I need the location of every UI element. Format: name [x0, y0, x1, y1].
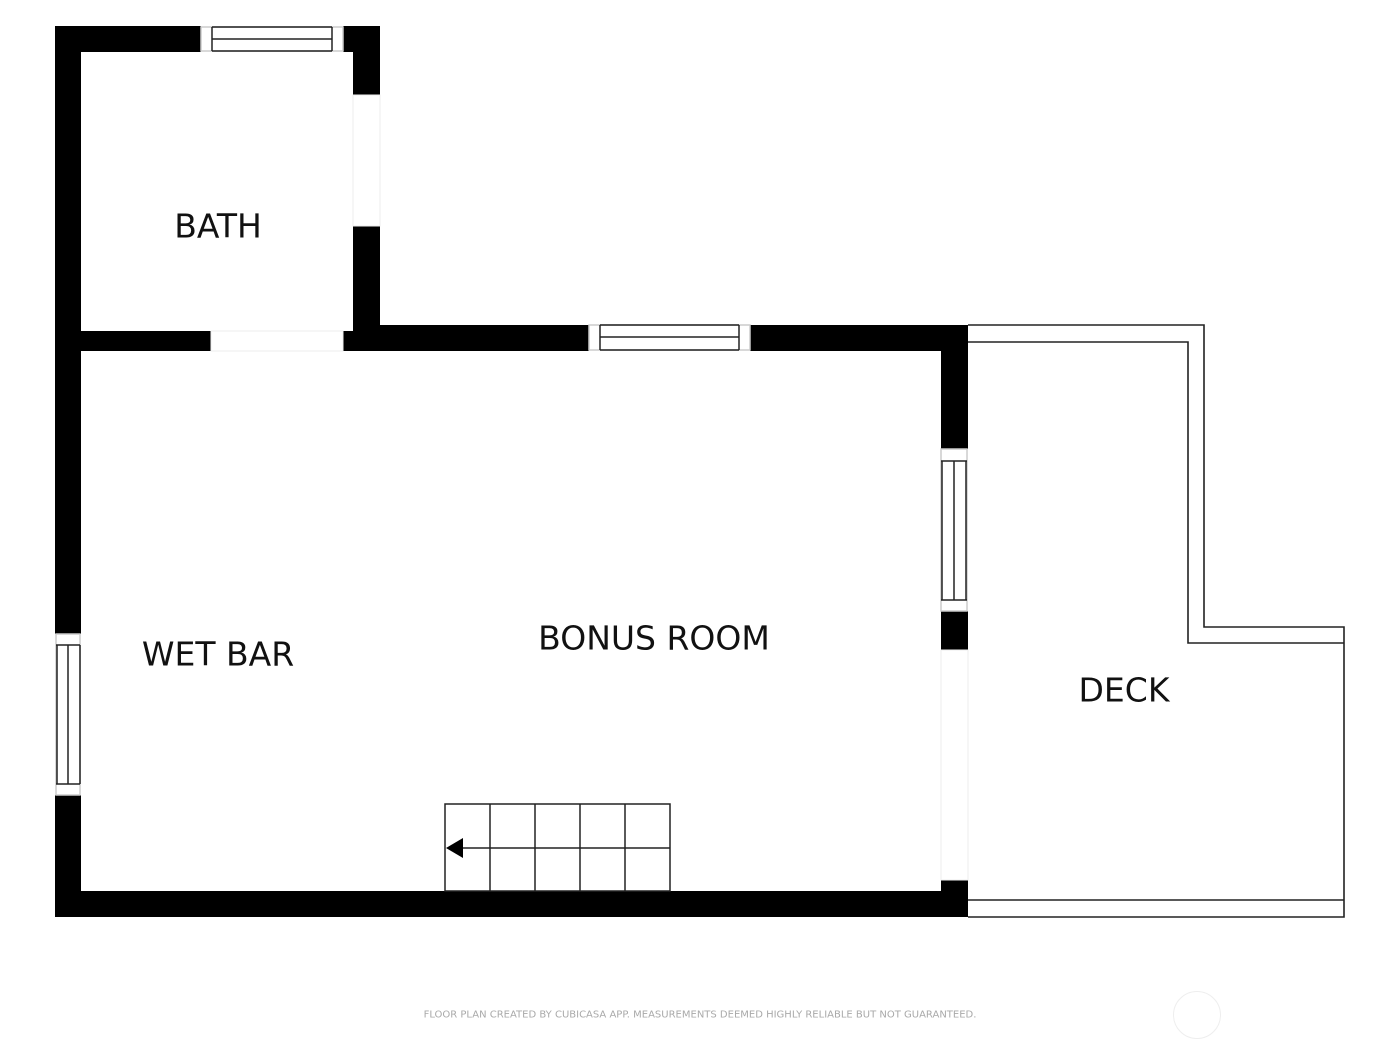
stairs [444, 803, 671, 892]
wall-bottom [55, 891, 968, 917]
deck-outer-rail [968, 324, 1345, 918]
room-label-bonus-room: BONUS ROOM [538, 618, 770, 658]
wall-bonus-right-middle [941, 611, 968, 650]
window-bonus-right [940, 448, 968, 612]
deck-railing [968, 324, 1345, 918]
wall-bonus-top-right [750, 325, 968, 351]
opening-bath-bottom [210, 330, 344, 352]
disclaimer-note: FLOOR PLAN CREATED BY CUBICASA APP. MEAS… [423, 1009, 977, 1021]
wall-bonus-right-upper [941, 325, 968, 449]
room-label-deck: DECK [1078, 670, 1170, 710]
window-bath-top [200, 26, 344, 52]
opening-bonus-deck [940, 649, 969, 881]
window-bonus-top [588, 324, 751, 351]
deck-inner-rail [968, 341, 1344, 644]
wall-bath-bottom-left [55, 331, 211, 351]
stairs-direction-arrow-icon [446, 838, 463, 858]
openings [210, 94, 969, 881]
wall-bath-right-upper [353, 26, 380, 95]
wall-left-upper [55, 26, 81, 634]
windows [55, 26, 968, 796]
walls [55, 26, 968, 917]
wall-bonus-top-left [353, 325, 589, 351]
room-label-bath: BATH [174, 206, 262, 246]
room-label-wet-bar: WET BAR [141, 634, 295, 674]
watermark-logo-icon [1173, 991, 1221, 1039]
opening-bath-right [352, 94, 381, 227]
window-wet-bar-left [55, 633, 81, 796]
